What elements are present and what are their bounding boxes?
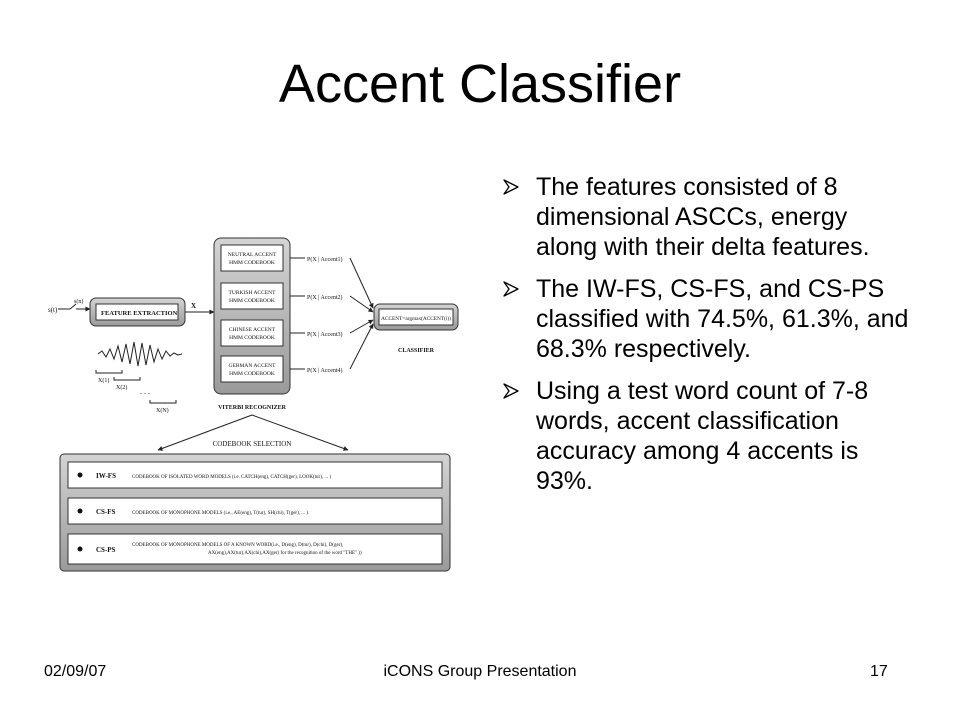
arrow-bullet-icon <box>503 179 519 195</box>
option-name: IW-FS <box>96 472 116 480</box>
speech-waveform <box>97 341 183 367</box>
frame-bracket-n <box>149 400 177 404</box>
codebook-box <box>220 319 284 347</box>
bullet-text: Using a test word count of 7-8 words, ac… <box>536 377 869 495</box>
classifier-rule: ACCENT=argmax(ACCENT(i)) <box>381 315 451 322</box>
bullet-item: Using a test word count of 7-8 words, ac… <box>502 376 912 496</box>
frame-label-1: X(1) <box>98 377 109 384</box>
viterbi-recognizer-label: VITERBI RECOGNIZER <box>218 405 287 411</box>
prob-arrow-1 <box>349 257 374 309</box>
accent-classifier-diagram: s(t) s(n) FEATURE EXTRACTION X X(1) X(2)… <box>48 237 459 572</box>
feature-extraction-label: FEATURE EXTRACTION <box>101 310 178 317</box>
prob-arrow-4 <box>349 323 374 370</box>
codebook-box <box>220 282 284 310</box>
codebook-box <box>220 355 284 383</box>
slide-title: Accent Classifier <box>278 54 682 114</box>
option-name: CS-PS <box>96 546 116 554</box>
selection-arrow-right <box>251 414 349 451</box>
option-cs-ps: CS-PS CODEBOOK OF MONOPHONE MODELS OF A … <box>67 533 443 565</box>
page-number: 17 <box>870 663 888 680</box>
codebook-line2: HMM CODEBOOK <box>229 298 275 304</box>
arrow-bullet-icon <box>503 281 519 297</box>
codebook-neutral: NEUTRAL ACCENT HMM CODEBOOK <box>220 244 284 272</box>
option-iw-fs: IW-FS CODEBOOK OF ISOLATED WORD MODELS (… <box>67 461 443 489</box>
prob-arrow-2 <box>349 295 374 313</box>
option-line1: CODEBOOK OF MONOPHONE MODELS (i.e., AE(e… <box>132 511 308 516</box>
bullet-list: The features consisted of 8 dimensional … <box>502 172 912 508</box>
prob-arrow-3 <box>349 319 374 334</box>
codebook-line2: HMM CODEBOOK <box>229 335 275 341</box>
bullet-item: The IW-FS, CS-FS, and CS-PS classified w… <box>502 274 912 364</box>
option-dot <box>77 508 83 514</box>
footer-date: 02/09/07 <box>44 663 107 680</box>
codebook-line1: GERMAN ACCENT <box>229 363 277 369</box>
option-line2: AX(eng),AX(tur),AX(chi),AX(ger) for the … <box>208 551 362 556</box>
classifier-label: CLASSIFIER <box>398 348 435 354</box>
codebook-line1: TURKISH ACCENT <box>229 290 277 296</box>
option-box <box>67 497 443 525</box>
arrow-bullet-icon <box>503 383 519 399</box>
option-dot <box>77 472 83 478</box>
bullet-text: The features consisted of 8 dimensional … <box>536 173 870 261</box>
frame-ellipsis: . . . <box>140 387 150 396</box>
classifier-box <box>378 308 454 326</box>
sampled-signal-label: s(n) <box>74 298 83 305</box>
feature-vector-label: X <box>191 302 196 310</box>
prob-label-1: P(X | Accent1) <box>307 256 343 263</box>
codebook-line1: CHINESE ACCENT <box>229 327 276 333</box>
codebook-chinese: CHINESE ACCENT HMM CODEBOOK <box>220 319 284 347</box>
codebook-line1: NEUTRAL ACCENT <box>228 252 277 258</box>
frame-label-2: X(2) <box>116 384 127 391</box>
option-line1: CODEBOOK OF ISOLATED WORD MODELS (i.e. C… <box>132 475 331 480</box>
codebook-line2: HMM CODEBOOK <box>229 260 275 266</box>
codebook-selection-label: CODEBOOK SELECTION <box>213 440 292 448</box>
frame-bracket-2 <box>113 377 141 381</box>
prob-label-2: P(X | Accent2) <box>307 294 343 301</box>
codebook-german: GERMAN ACCENT HMM CODEBOOK <box>220 355 284 383</box>
selection-arrow-left <box>157 414 253 451</box>
codebook-box <box>220 244 284 272</box>
codebook-line2: HMM CODEBOOK <box>229 371 275 377</box>
option-cs-fs: CS-FS CODEBOOK OF MONOPHONE MODELS (i.e.… <box>67 497 443 525</box>
bullet-item: The features consisted of 8 dimensional … <box>502 172 912 262</box>
option-line1: CODEBOOK OF MONOPHONE MODELS OF A KNOWN … <box>132 543 343 548</box>
option-name: CS-FS <box>96 508 116 516</box>
option-box <box>67 461 443 489</box>
prob-label-4: P(X | Accent4) <box>307 367 343 374</box>
option-dot <box>77 546 83 552</box>
viterbi-recognizer-panel <box>213 237 291 395</box>
input-signal-label: s(t) <box>48 306 58 314</box>
feature-extraction-box <box>95 303 179 321</box>
frame-label-n: X(N) <box>156 407 169 414</box>
option-box <box>67 533 443 565</box>
sampler-switch <box>69 303 77 310</box>
codebook-turkish: TURKISH ACCENT HMM CODEBOOK <box>220 282 284 310</box>
bullet-text: The IW-FS, CS-FS, and CS-PS classified w… <box>536 275 909 363</box>
footer-title: iCONS Group Presentation <box>383 663 577 680</box>
frame-bracket-1 <box>95 370 123 374</box>
prob-label-3: P(X | Accent3) <box>307 331 343 338</box>
